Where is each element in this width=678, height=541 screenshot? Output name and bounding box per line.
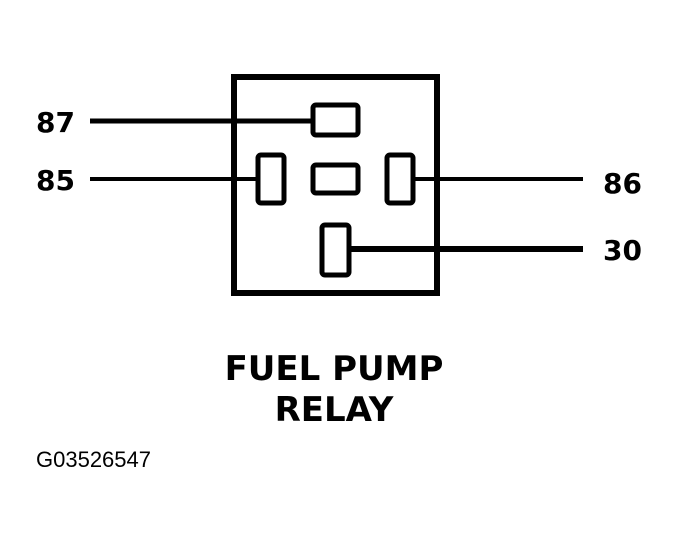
terminal-87a — [310, 162, 361, 196]
terminal-30 — [319, 222, 352, 278]
pin-label-85: 85 — [36, 164, 75, 197]
terminal-86 — [384, 152, 416, 206]
relay-housing — [231, 74, 440, 296]
caption-line-2: RELAY — [275, 390, 394, 430]
figure-id: G03526547 — [36, 447, 151, 472]
pin-label-87: 87 — [36, 106, 75, 139]
caption-line-1: FUEL PUMP — [225, 349, 444, 389]
terminal-87 — [310, 102, 361, 138]
pin-label-30: 30 — [603, 234, 642, 267]
terminal-85 — [255, 152, 287, 206]
pin-label-86: 86 — [603, 167, 642, 200]
